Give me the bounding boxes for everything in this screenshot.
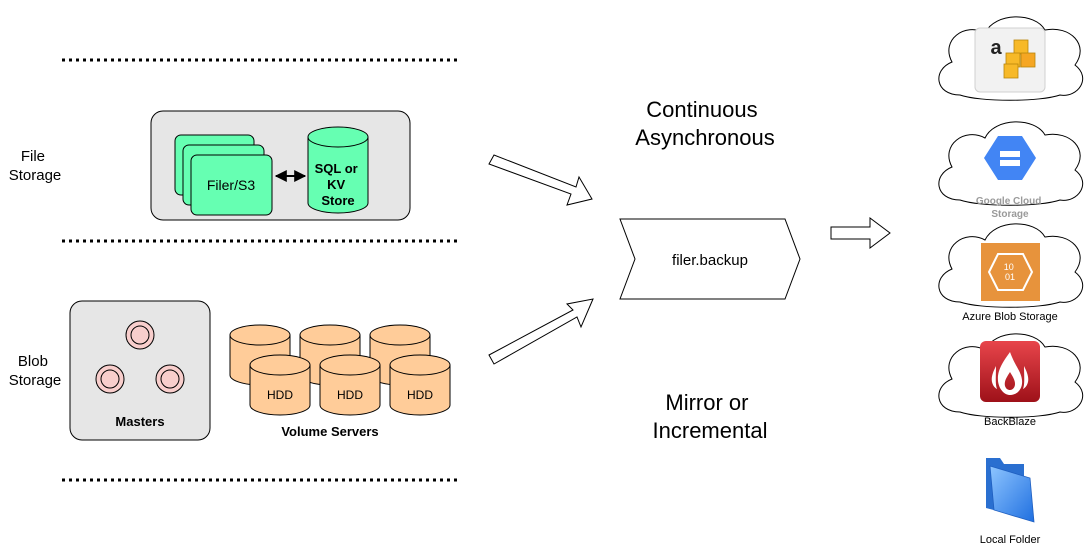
google-storage-icon [984,136,1036,180]
filer-backup-shape [619,218,801,300]
azure-blob-storage-label: Azure Blob Storage [962,311,1057,323]
local-folder-label: Local Folder [980,534,1041,546]
hdd-label-2: HDD [337,388,363,402]
backup-to-destinations-arrow [830,217,891,249]
azure-blob-icon [987,253,1034,291]
filer-label: Filer/S3 [207,177,255,193]
mirror-incremental-label: Mirror or Incremental [653,390,768,443]
google-cloud-storage-label: Google Cloud Storage [976,196,1044,220]
local-folder-icon [986,458,1035,523]
hdd-label-3: HDD [407,388,433,402]
hdd-label-1: HDD [267,388,293,402]
azure-icon-text: 10 01 [1004,262,1017,282]
file-to-backup-arrow [488,154,593,206]
master-node-top [125,320,155,350]
masters-label: Masters [115,414,164,429]
filer-card [190,154,273,216]
master-node-left [95,364,125,394]
kv-store-label: SQL or KV Store [315,161,362,208]
hdd-cylinder-front-1 [249,354,311,416]
master-node-right [155,364,185,394]
google-storage-bar-top [1000,151,1020,157]
backblaze-label: BackBlaze [984,416,1036,428]
google-storage-bar-bottom [1000,160,1020,166]
masters-panel [69,300,211,441]
volume-servers-label: Volume Servers [281,424,378,439]
backblaze-flame-icon [991,352,1029,395]
file-storage-label: File Storage [9,148,62,184]
hdd-cylinder-front-2 [319,354,381,416]
blob-storage-label: Blob Storage [9,353,62,389]
azure-icon-tile [981,243,1040,301]
filer-backup-label: filer.backup [672,252,748,269]
amazon-cubes-icon [1003,39,1036,79]
hdd-cylinder-front-3 [389,354,451,416]
amazon-letter: a [990,37,1002,59]
blob-to-backup-arrow [488,298,594,365]
kv-store-cylinder [307,126,369,214]
continuous-asynchronous-label: Continuous Asynchronous [635,97,774,150]
